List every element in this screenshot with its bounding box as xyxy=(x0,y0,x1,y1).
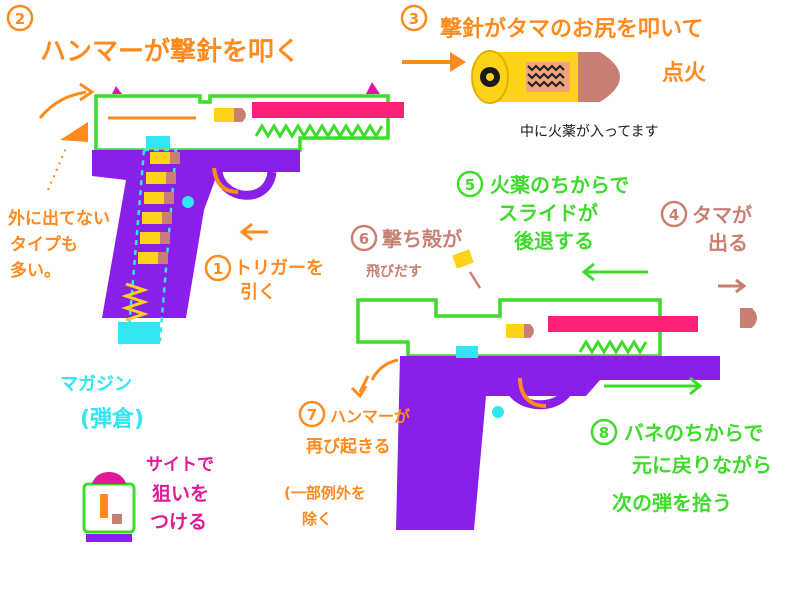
magazine-rounds xyxy=(138,152,180,264)
bullet-out-arrow-head xyxy=(735,278,747,294)
barrel-2 xyxy=(548,316,698,332)
step-5-line-3: 後退する xyxy=(514,229,594,253)
magazine-label-line-1: マガジン xyxy=(60,374,132,395)
cartridge-bullet xyxy=(578,52,620,102)
front-sight-post xyxy=(92,472,126,484)
slide-release-2 xyxy=(492,406,504,418)
next-round-bullet xyxy=(524,324,534,338)
rear-sight xyxy=(112,86,122,94)
hidden-hammer-pointer xyxy=(47,147,67,191)
sight-post-left xyxy=(100,494,108,518)
step-6-line-1: 撃ち殻が xyxy=(382,227,462,251)
fired-bullet xyxy=(740,308,757,328)
chambered-round-bullet xyxy=(234,108,246,122)
hammer-recock-arrow xyxy=(370,358,399,381)
slide-forward-arrow-head xyxy=(689,376,703,396)
recoil-spring xyxy=(254,123,384,139)
sight-note-line-3: つける xyxy=(150,511,207,533)
step-8-line-1: バネのちからで xyxy=(624,421,763,445)
hidden-hammer-line-2: タイプも xyxy=(10,234,78,255)
step-5-number: 5 xyxy=(465,176,475,194)
firing-pin-arrow-head xyxy=(450,52,466,72)
step-7-label: 7 ハンマーが 再び起きる (一部例外を 除く xyxy=(284,400,410,528)
recoil-spring-compressed xyxy=(578,339,648,355)
front-sight xyxy=(366,82,380,94)
slide-release xyxy=(182,196,194,208)
hidden-hammer-line-1: 外に出てない xyxy=(8,208,110,229)
ejected-casing xyxy=(452,249,474,269)
frame-2 xyxy=(396,356,720,530)
magazine-base xyxy=(118,322,160,344)
magazine-label: マガジン (弾倉) xyxy=(60,374,144,432)
step-2-text: ハンマーが撃針を叩く xyxy=(40,36,300,67)
gunpowder xyxy=(526,62,570,92)
step-4-label: 4 タマが 出る xyxy=(660,200,752,255)
magazine-spring xyxy=(121,282,149,322)
step-4-number: 4 xyxy=(669,206,679,224)
step-2-number: 2 xyxy=(15,10,25,28)
sight-frame xyxy=(82,482,136,534)
step-8-line-2: 元に戻りながら xyxy=(632,453,772,477)
step-4-line-2: 出る xyxy=(708,231,748,255)
hidden-hammer-note: 外に出てない タイプも 多い。 xyxy=(8,208,110,281)
gun-firing xyxy=(350,249,757,530)
hidden-hammer-line-3: 多い。 xyxy=(10,260,61,281)
gunpowder-note: 中に火薬が入ってます xyxy=(520,124,659,140)
barrel xyxy=(252,102,404,118)
step-7-line-1: ハンマーが xyxy=(330,407,410,426)
step-7-note-line-2: 除く xyxy=(302,510,332,528)
magazine-top-2 xyxy=(456,346,478,358)
step-6-number: 6 xyxy=(359,230,369,248)
trigger-arrow-head xyxy=(239,222,253,242)
magazine-label-line-2: (弾倉) xyxy=(80,406,144,432)
step-2-label: 2 ハンマーが撃針を叩く xyxy=(6,4,300,67)
sight-dot xyxy=(112,514,122,524)
sight-note-line-2: 狙いを xyxy=(152,483,209,505)
casing-arrow xyxy=(468,271,482,289)
step-6-label: 6 撃ち殻が 飛びだす xyxy=(350,224,462,280)
hammer-recock-arrow-head xyxy=(350,385,368,399)
trigger-2 xyxy=(518,377,547,408)
step-6-line-2: 飛びだす xyxy=(365,264,422,280)
step-7-line-2: 再び起きる xyxy=(306,436,391,457)
sight-note-line-1: サイトで xyxy=(146,455,214,475)
next-round-case xyxy=(506,324,524,338)
step-3-label: 3 撃針がタマのお尻を叩いて 点火 xyxy=(400,4,706,86)
trigger xyxy=(212,167,239,194)
magazine-top xyxy=(146,136,170,148)
hammer xyxy=(60,122,88,142)
sight-note: サイトで 狙いを つける xyxy=(146,455,214,533)
step-5-line-1: 火薬のちからで xyxy=(490,173,629,197)
step-8-label: 8 バネのちからで 元に戻りながら 次の弾を拾う xyxy=(590,418,772,515)
step-5-label: 5 火薬のちからで スライドが 後退する xyxy=(456,170,629,253)
gun-cocked xyxy=(38,82,404,344)
step-1-line-1: トリガーを xyxy=(234,258,324,279)
cartridge-closeup: 中に火薬が入ってます xyxy=(402,50,659,140)
sight-base xyxy=(86,534,132,542)
hammer-recock-arrow-2 xyxy=(358,375,370,393)
step-5-line-2: スライドが xyxy=(498,201,598,225)
step-8-line-3: 次の弾を拾う xyxy=(612,491,732,515)
chambered-round-case xyxy=(214,108,234,122)
step-4-line-1: タマが xyxy=(692,203,752,227)
step-3-number: 3 xyxy=(409,10,419,28)
hammer-curve-arrow xyxy=(38,90,87,119)
step-7-note-line-1: (一部例外を xyxy=(284,484,366,502)
step-3-line-1: 撃針がタマのお尻を叩いて xyxy=(440,16,703,42)
slide-back-arrow-head xyxy=(581,262,595,282)
step-1-label: 1 トリガーを 引く xyxy=(204,254,324,303)
step-1-number: 1 xyxy=(213,260,223,278)
primer-center xyxy=(486,73,494,81)
step-7-number: 7 xyxy=(307,406,317,424)
sight-illustration xyxy=(82,472,136,542)
hammer-arrow-head xyxy=(79,82,95,102)
trigger-guard xyxy=(213,170,277,200)
step-1-line-2: 引く xyxy=(240,282,276,303)
step-3-line-2: 点火 xyxy=(662,60,706,86)
step-8-number: 8 xyxy=(599,424,609,442)
